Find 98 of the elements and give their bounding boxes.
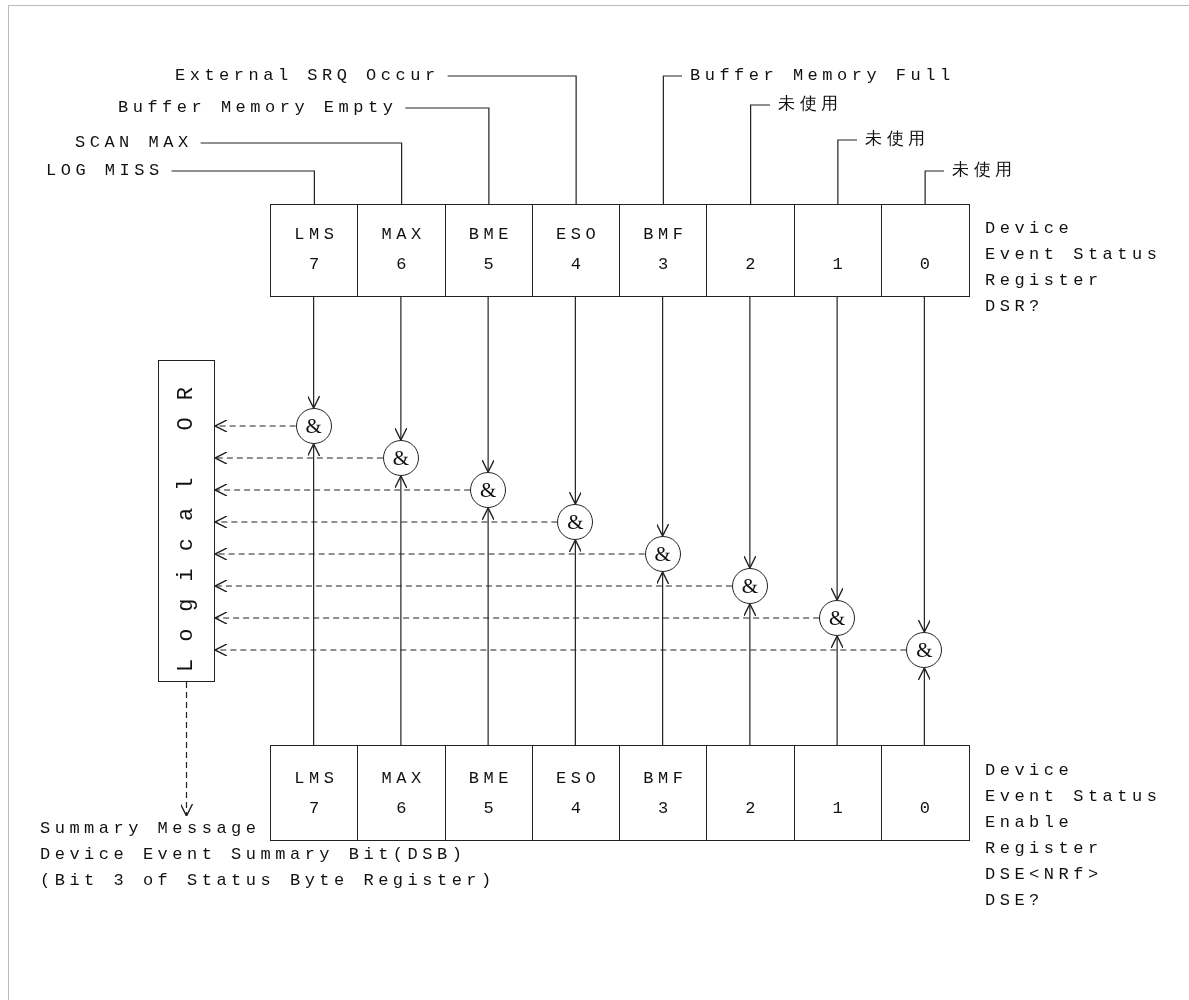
bit-name: MAX <box>380 224 426 246</box>
register-cell <box>706 745 795 841</box>
bit-number: 3 <box>657 798 673 820</box>
bit-number: 5 <box>482 254 499 276</box>
bit-number: 3 <box>657 254 673 276</box>
leader-line <box>200 142 403 205</box>
arrow <box>214 515 558 529</box>
arrow <box>214 419 297 433</box>
leader-line <box>171 170 315 205</box>
bit-number: 4 <box>569 254 586 276</box>
arrow <box>743 296 757 569</box>
arrow <box>394 475 408 746</box>
arrow <box>214 611 820 625</box>
register-cell <box>880 204 970 297</box>
leader-line <box>447 75 577 205</box>
leader-line <box>924 170 945 205</box>
and-gate: & <box>644 536 681 572</box>
arrow <box>655 296 670 537</box>
arrow <box>214 483 471 497</box>
arrow <box>743 603 757 746</box>
bit-number: 5 <box>482 798 499 820</box>
arrow <box>306 443 321 746</box>
register-cell <box>880 745 970 841</box>
register-label: Event Status <box>985 786 1162 808</box>
bit-name: ESO <box>555 768 601 790</box>
register-label: Register <box>985 270 1103 292</box>
and-gate: & <box>382 440 419 476</box>
arrow <box>214 643 907 657</box>
register-label: Enable <box>985 812 1074 834</box>
arrow <box>179 681 194 817</box>
register-cell <box>793 745 883 841</box>
or-gate-box <box>158 360 215 682</box>
leader-line <box>750 104 771 205</box>
register-label: DSE<NRf> <box>985 864 1103 886</box>
register-cell <box>706 204 795 297</box>
bit-number: 1 <box>831 798 848 820</box>
or-label: Logical OR <box>174 370 199 672</box>
leader-line <box>837 139 858 205</box>
bit-number: 6 <box>395 798 411 820</box>
register-cell <box>357 204 446 297</box>
register-cell <box>619 745 708 841</box>
bit-name: BMF <box>642 768 688 790</box>
register-cell <box>444 204 534 297</box>
register-label: Device <box>985 218 1074 240</box>
arrow <box>214 579 733 593</box>
bit-number: 4 <box>569 798 586 820</box>
register-label: Event Status <box>985 244 1162 266</box>
bit-name: BME <box>467 224 513 246</box>
bit-name: ESO <box>555 224 601 246</box>
bit-number: 1 <box>831 254 848 276</box>
arrow <box>917 667 932 746</box>
summary-text: (Bit 3 of Status Byte Register) <box>40 870 496 892</box>
and-gate: & <box>295 408 332 444</box>
bit-number: 0 <box>918 254 935 276</box>
bit-number: 6 <box>395 254 411 276</box>
arrow <box>394 296 408 441</box>
register-cell <box>444 745 534 841</box>
arrow <box>568 296 583 505</box>
arrow <box>568 539 583 746</box>
register-label: DSR? <box>985 296 1044 318</box>
register-cell <box>357 745 446 841</box>
bit-number: 0 <box>918 798 935 820</box>
bit-name: BMF <box>642 224 688 246</box>
leader-line <box>662 75 683 205</box>
bit-number: 2 <box>744 254 760 276</box>
arrow <box>481 296 495 473</box>
arrow <box>306 296 321 409</box>
bit-number: 7 <box>308 254 324 276</box>
and-gate: & <box>731 568 768 604</box>
register-label: Register <box>985 838 1103 860</box>
bit-number: 7 <box>308 798 324 820</box>
and-gate: & <box>470 472 507 508</box>
and-gate: & <box>819 600 856 636</box>
bit-name: BME <box>467 768 513 790</box>
summary-text: Summary Message <box>40 818 262 840</box>
and-gate: & <box>906 632 943 668</box>
arrow <box>830 635 844 746</box>
register-cell <box>793 204 883 297</box>
register-cell <box>619 204 708 297</box>
summary-text: Device Event Summary Bit(DSB) <box>40 844 468 866</box>
arrow <box>214 451 384 465</box>
and-gate: & <box>557 504 594 540</box>
arrow <box>917 296 932 633</box>
register-label: Device <box>985 760 1074 782</box>
bit-number: 2 <box>744 798 760 820</box>
register-cell <box>270 745 359 841</box>
arrow <box>214 547 646 561</box>
leader-line <box>404 107 490 205</box>
bit-name: LMS <box>293 768 339 790</box>
register-cell <box>531 204 621 297</box>
arrow <box>655 571 670 746</box>
bit-name: MAX <box>380 768 426 790</box>
arrow <box>481 507 495 746</box>
arrow <box>830 296 844 601</box>
register-cell <box>270 204 359 297</box>
register-label: DSE? <box>985 890 1044 912</box>
bit-name: LMS <box>293 224 339 246</box>
register-cell <box>531 745 621 841</box>
